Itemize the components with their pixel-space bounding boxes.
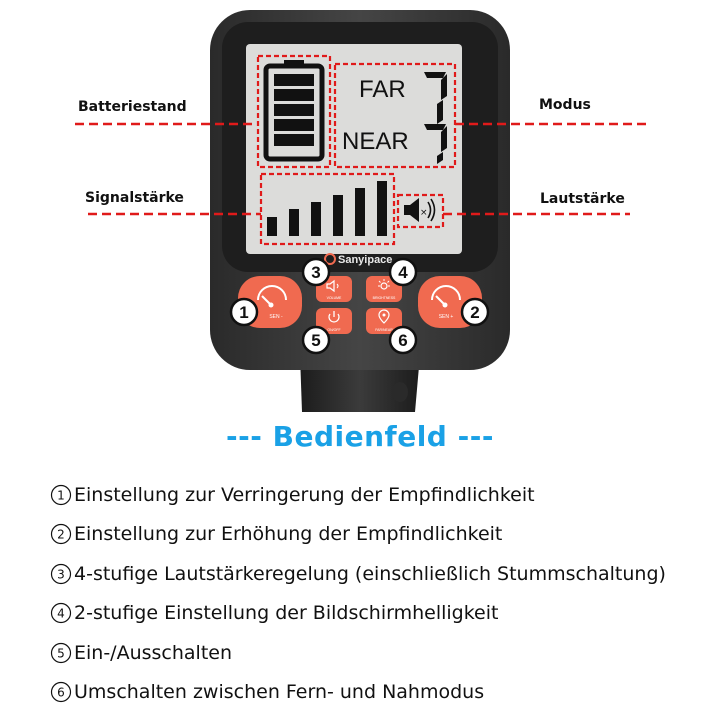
list-item-text: 4-stufige Lautstärkeregelung (einschließ… xyxy=(74,562,666,585)
speaker-mute-icon: × xyxy=(404,198,436,222)
signal-callout-box xyxy=(259,172,396,246)
svg-text:SEN -: SEN - xyxy=(269,314,283,320)
volume-callout-label: Lautstärke xyxy=(540,191,625,207)
power-button[interactable]: ON/OFF xyxy=(316,308,352,334)
svg-text:1: 1 xyxy=(239,303,248,322)
circled-number-icon: 1 xyxy=(50,484,72,506)
list-item: 2 Einstellung zur Erhöhung der Empfindli… xyxy=(50,515,715,555)
list-item-text: Einstellung zur Erhöhung der Empfindlich… xyxy=(74,523,503,546)
badge-4: 4 xyxy=(388,257,418,287)
battery-callout-label: Batteriestand xyxy=(78,99,187,115)
circled-number-icon: 6 xyxy=(50,681,72,703)
device-illustration: FAR NEAR × xyxy=(75,10,650,412)
mode-callout-box xyxy=(333,62,457,169)
battery-level-bars xyxy=(274,74,314,146)
svg-text:3: 3 xyxy=(311,263,320,282)
list-item-text: 2-stufige Einstellung der Bildschirmhell… xyxy=(74,602,499,625)
mode-switch-button[interactable]: FAR/NEAR xyxy=(366,308,402,334)
svg-text:BRIGHTNESS: BRIGHTNESS xyxy=(373,296,396,300)
badge-5: 5 xyxy=(301,325,331,355)
list-item: 5 Ein-/Ausschalten xyxy=(50,633,715,673)
circled-number-icon: 4 xyxy=(50,602,72,624)
list-item-text: Einstellung zur Verringerung der Empfind… xyxy=(74,483,535,506)
svg-text:4: 4 xyxy=(57,607,65,621)
section-heading: --- Bedienfeld --- xyxy=(226,420,494,453)
brand-name: Sanyipace xyxy=(338,254,392,266)
list-item-text: Umschalten zwischen Fern- und Nahmodus xyxy=(74,681,485,704)
svg-text:2: 2 xyxy=(57,528,65,542)
mode-far-digit xyxy=(424,72,447,124)
list-item: 4 2-stufige Einstellung der Bildschirmhe… xyxy=(50,594,715,634)
svg-text:VOLUME: VOLUME xyxy=(327,296,342,300)
signal-strength-bars xyxy=(267,181,387,236)
signal-callout-label: Signalstärke xyxy=(85,190,184,206)
badge-1: 1 xyxy=(229,297,259,327)
svg-text:6: 6 xyxy=(398,331,407,350)
svg-text:×: × xyxy=(420,208,428,218)
svg-text:1: 1 xyxy=(57,488,65,502)
badge-6: 6 xyxy=(388,325,418,355)
mode-callout-label: Modus xyxy=(539,97,591,113)
list-item-text: Ein-/Ausschalten xyxy=(74,641,233,664)
brand-logo-icon xyxy=(324,253,336,265)
badge-3: 3 xyxy=(301,257,331,287)
circled-number-icon: 5 xyxy=(50,642,72,664)
mode-near-label: NEAR xyxy=(342,128,409,155)
circled-number-icon: 2 xyxy=(50,523,72,545)
mode-near-digit xyxy=(424,124,447,164)
function-list: 1 Einstellung zur Verringerung der Empfi… xyxy=(50,475,715,712)
svg-text:2: 2 xyxy=(470,303,479,322)
svg-text:4: 4 xyxy=(398,263,408,282)
svg-text:SEN +: SEN + xyxy=(439,314,454,320)
volume-callout-box xyxy=(396,193,445,229)
svg-text:FAR/NEAR: FAR/NEAR xyxy=(375,328,393,332)
svg-text:3: 3 xyxy=(57,567,65,581)
list-item: 3 4-stufige Lautstärkeregelung (einschli… xyxy=(50,554,715,594)
mode-far-label: FAR xyxy=(359,76,406,103)
svg-text:5: 5 xyxy=(311,331,320,350)
svg-text:6: 6 xyxy=(57,686,65,700)
list-item: 1 Einstellung zur Verringerung der Empfi… xyxy=(50,475,715,515)
battery-callout-box xyxy=(256,54,332,169)
badge-2: 2 xyxy=(460,297,490,327)
circled-number-icon: 3 xyxy=(50,563,72,585)
list-item: 6 Umschalten zwischen Fern- und Nahmodus xyxy=(50,673,715,713)
svg-text:ON/OFF: ON/OFF xyxy=(327,328,340,332)
svg-text:5: 5 xyxy=(57,646,65,660)
brightness-button[interactable]: BRIGHTNESS xyxy=(366,276,402,302)
